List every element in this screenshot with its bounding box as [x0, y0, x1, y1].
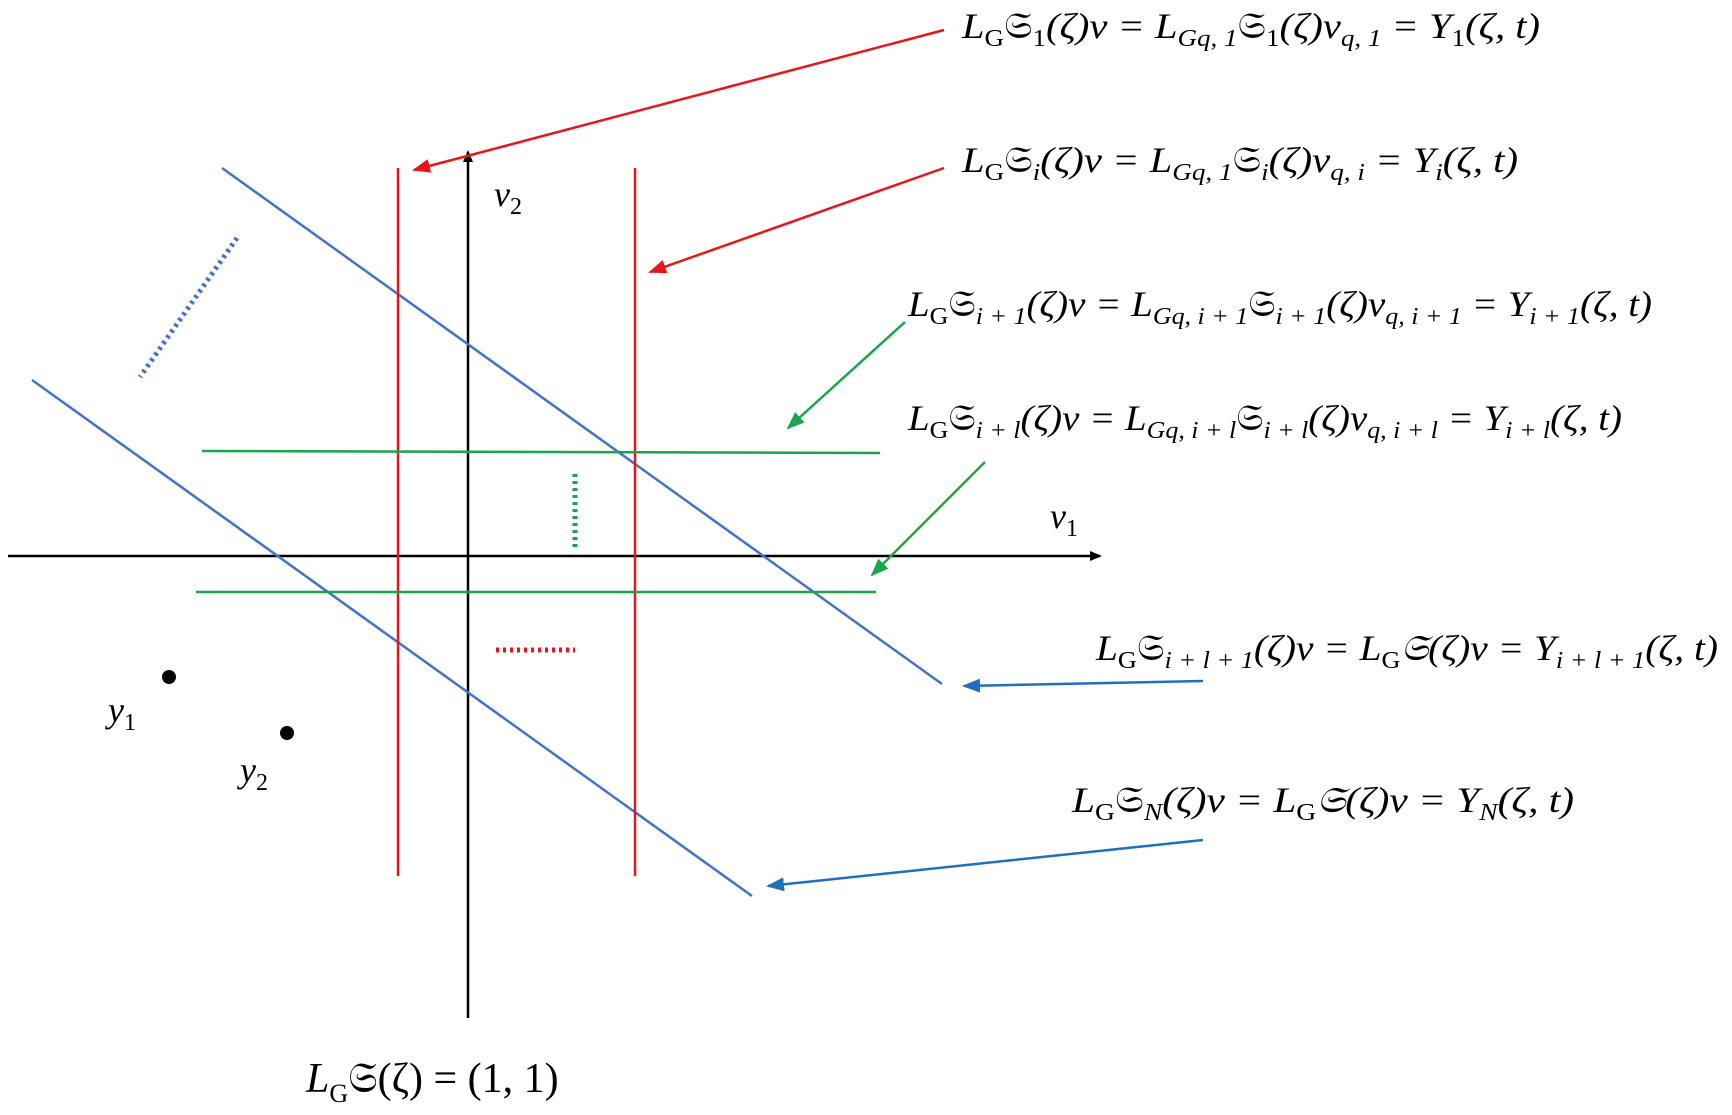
- label-y1: y1: [105, 690, 136, 736]
- arrow-eqil: [870, 461, 986, 577]
- point-y1: [162, 670, 176, 684]
- label-y2: y2: [237, 750, 268, 796]
- blue-dotted-ellipsis: [137, 236, 240, 379]
- arrow-eqi: [648, 166, 945, 274]
- green-line-upper: [201, 449, 881, 455]
- point-y2: [280, 726, 294, 740]
- arrow-eqil1: [962, 678, 1204, 693]
- arrow-eqN: [766, 838, 1204, 892]
- arrow-eq1: [412, 28, 945, 173]
- v2-axis-label: v2: [494, 174, 522, 220]
- v1-axis-label: v1: [1050, 496, 1078, 542]
- blue-line-upper: [221, 166, 943, 686]
- bottom-label: LG𝔖(ζ) = (1, 1): [305, 1056, 559, 1108]
- blue-line-lower: [31, 378, 753, 898]
- arrow-eqi1: [786, 321, 906, 430]
